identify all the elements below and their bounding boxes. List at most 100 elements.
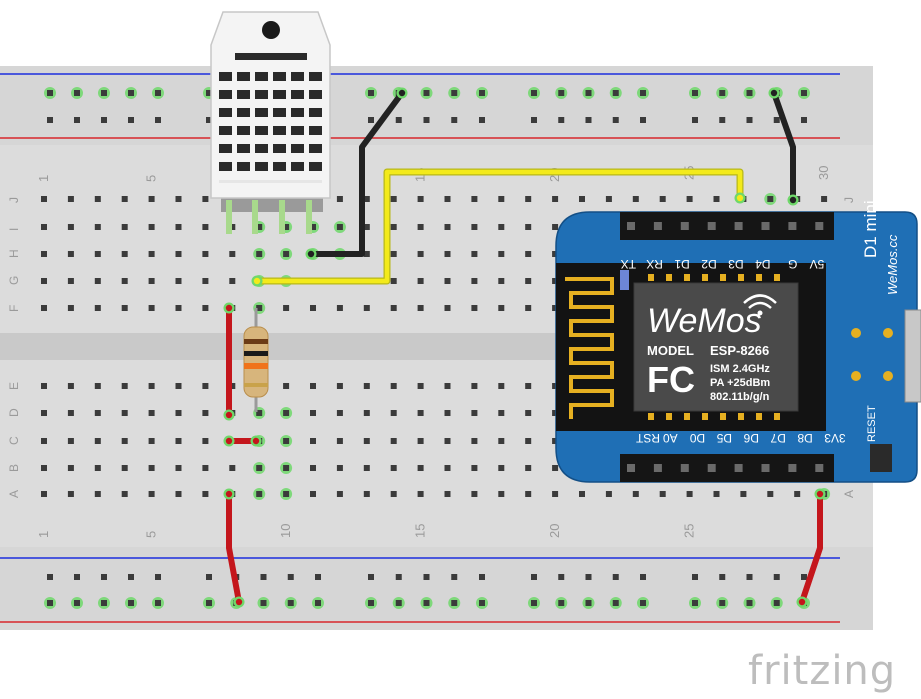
header-pin (627, 464, 635, 472)
module-pad (702, 274, 708, 281)
rail-hole (315, 574, 321, 580)
breadboard-hole (552, 224, 559, 230)
breadboard-hole (202, 251, 209, 257)
rail-hole (692, 117, 698, 123)
rail-hole (101, 574, 107, 580)
breadboard-hole (148, 224, 155, 230)
wire-end (798, 598, 806, 606)
grille-slot (219, 72, 232, 81)
wire-end (789, 196, 797, 204)
wire-end (307, 250, 315, 258)
rail-hole (531, 117, 537, 123)
rail-hole (74, 574, 80, 580)
breadboard-hole (175, 224, 182, 230)
rail-hole (287, 600, 294, 606)
breadboard-hole (390, 465, 397, 471)
breadboard-hole (579, 491, 585, 497)
wire-end (253, 277, 261, 285)
grille-slot (291, 90, 304, 99)
breadboard-hole (390, 196, 397, 202)
grille-slot (273, 162, 286, 171)
wire-end (398, 89, 406, 97)
breadboard-hole (417, 196, 424, 202)
breadboard-hole (390, 491, 397, 497)
breadboard-hole (417, 438, 424, 444)
rail-hole (640, 600, 646, 606)
row-letter-bottom: A (7, 490, 21, 498)
rail-hole (128, 117, 134, 123)
dht-pin-4 (306, 200, 312, 234)
grille-slot (237, 126, 250, 135)
pcb-antenna (565, 277, 614, 419)
header-pin (815, 222, 824, 230)
mount-pad-1 (851, 328, 861, 338)
breadboard-hole (363, 410, 370, 416)
grille-slot (309, 126, 322, 135)
breadboard-hole (41, 305, 47, 311)
grille-slot (273, 90, 286, 99)
breadboard-hole (256, 305, 263, 311)
pin-label-bottom: D0 (689, 431, 705, 445)
rail-hole (47, 117, 53, 123)
header-pin (680, 222, 689, 230)
breadboard-hole (148, 305, 155, 311)
rail-hole (451, 90, 458, 96)
breadboard-hole (552, 465, 559, 471)
grille-slot (309, 72, 322, 81)
breadboard-hole (148, 278, 155, 284)
wire-end (736, 194, 744, 202)
grille-slot (237, 72, 250, 81)
breadboard-hole (202, 491, 209, 497)
breadboard-hole (444, 465, 451, 471)
breadboard-hole (310, 410, 316, 416)
pin-label-top: D2 (701, 257, 717, 271)
breadboard-hole (444, 278, 451, 284)
breadboard-hole (202, 410, 209, 416)
rail-hole (74, 90, 80, 96)
dht-pin-1 (226, 200, 232, 234)
rail-hole (773, 117, 780, 123)
row-letter-bottom: B (7, 464, 21, 472)
breadboard-hole (148, 410, 155, 416)
chip-spec-1: ISM 2.4GHz (710, 363, 770, 375)
rail-hole (746, 600, 753, 606)
rail-hole (47, 574, 53, 580)
rail-hole (206, 90, 212, 96)
breadboard-hole (94, 278, 101, 284)
grille-base (219, 180, 322, 183)
breadboard-hole (525, 465, 532, 471)
rail-hole (612, 90, 619, 96)
breadboard-hole (67, 383, 74, 389)
mount-pad-3 (883, 328, 893, 338)
header-pin (627, 222, 635, 230)
pin-label-top: D1 (674, 257, 690, 271)
breadboard-hole (336, 305, 343, 311)
breadboard-hole (498, 383, 505, 389)
breadboard-hole (336, 224, 343, 230)
rail-hole (128, 600, 134, 606)
grille-slot (291, 144, 304, 153)
breadboard-hole (390, 305, 397, 311)
breadboard-hole (202, 438, 209, 444)
header-pin (734, 464, 743, 472)
breadboard-hole (229, 251, 236, 257)
fcc-logo: FC (647, 359, 695, 400)
rail-hole (531, 90, 537, 96)
breadboard-hole (94, 224, 101, 230)
module-pads (648, 274, 780, 420)
rail-hole (423, 117, 430, 123)
column-number-bottom: 10 (278, 524, 293, 538)
rail-hole (74, 117, 80, 123)
breadboard-hole (525, 224, 532, 230)
dht-pin-3 (279, 200, 285, 234)
rail-hole (315, 600, 321, 606)
breadboard-hole (525, 278, 532, 284)
grille-slot (255, 162, 268, 171)
grille-slot (237, 90, 250, 99)
column-number-top: 30 (816, 166, 831, 180)
resistor-band-3 (244, 363, 268, 369)
wire-end (235, 598, 243, 606)
grille-slot (291, 162, 304, 171)
breadboard-hole (471, 224, 478, 230)
